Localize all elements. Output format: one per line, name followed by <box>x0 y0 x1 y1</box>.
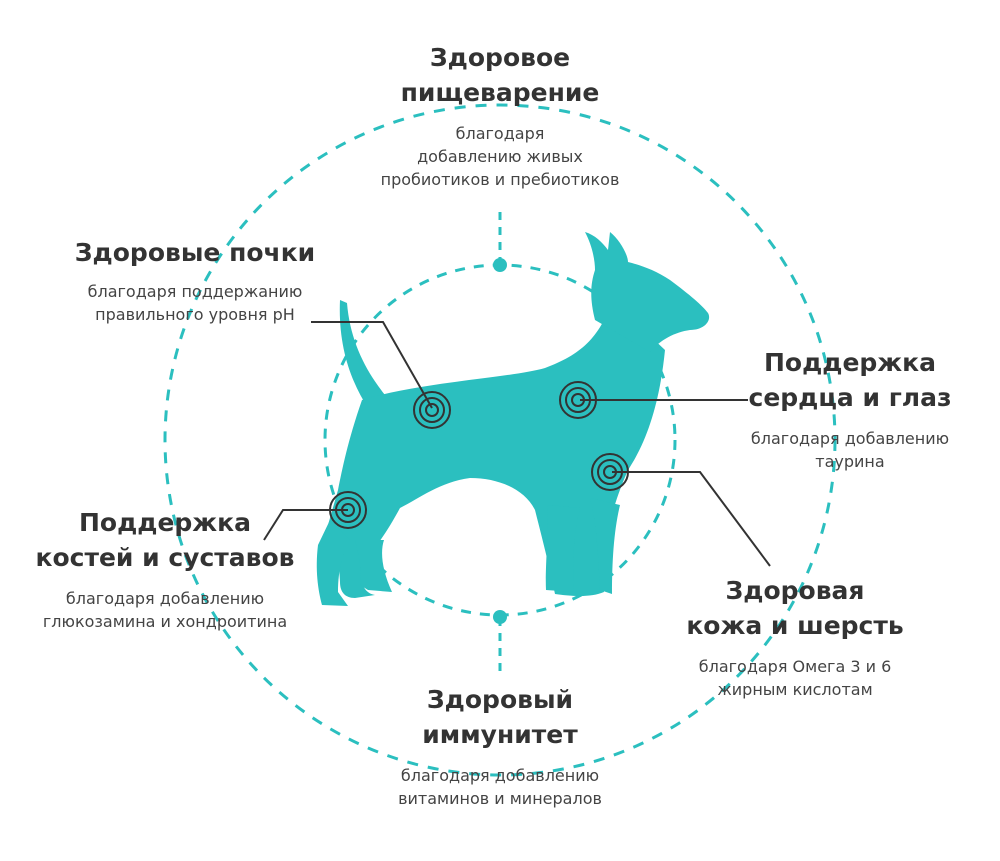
benefit-description: благодаря добавлению глюкозамина и хондр… <box>42 589 288 631</box>
outer-dashed-circle <box>163 103 837 777</box>
benefit-skin-coat: Здоровая кожа и шерсть благодаря Омега 3… <box>655 573 935 701</box>
benefit-description: благодаря добавлению живых пробиотиков и… <box>380 124 620 189</box>
bottom-connector-dot <box>493 610 507 624</box>
dog-silhouette-icon <box>316 232 710 606</box>
benefit-description: благодаря добавлению витаминов и минерал… <box>398 766 602 808</box>
benefit-kidneys: Здоровые почки благодаря поддержанию пра… <box>50 235 340 326</box>
benefit-immunity: Здоровый иммунитет благодаря добавлению … <box>340 682 660 810</box>
skin-leader-line <box>612 471 771 567</box>
benefit-title: Здоровая кожа и шерсть <box>686 576 904 640</box>
benefit-description: благодаря поддержанию правильного уровня… <box>87 282 303 324</box>
benefit-title: Поддержка костей и суставов <box>35 508 295 572</box>
benefit-description: благодаря добавлению таурина <box>750 429 950 471</box>
benefit-title: Здоровое пищеварение <box>400 43 600 107</box>
benefit-title: Здоровый иммунитет <box>422 685 578 749</box>
heart-target-icon <box>559 381 597 419</box>
benefit-title: Поддержка сердца и глаз <box>748 348 952 412</box>
benefit-title: Здоровые почки <box>74 238 316 267</box>
joint-target-icon <box>329 491 367 529</box>
benefit-heart-eyes: Поддержка сердца и глаз благодаря добавл… <box>715 345 985 473</box>
kidney-target-icon <box>413 391 451 429</box>
top-connector-dot <box>493 258 507 272</box>
benefit-digestion: Здоровое пищеварение благодаря добавлени… <box>340 40 660 191</box>
kidney-leader-line <box>311 321 433 409</box>
joint-leader-line <box>263 509 348 541</box>
benefit-bones-joints: Поддержка костей и суставов благодаря до… <box>15 505 315 633</box>
skin-target-icon <box>591 453 629 491</box>
benefit-description: благодаря Омега 3 и 6 жирным кислотам <box>698 657 892 699</box>
